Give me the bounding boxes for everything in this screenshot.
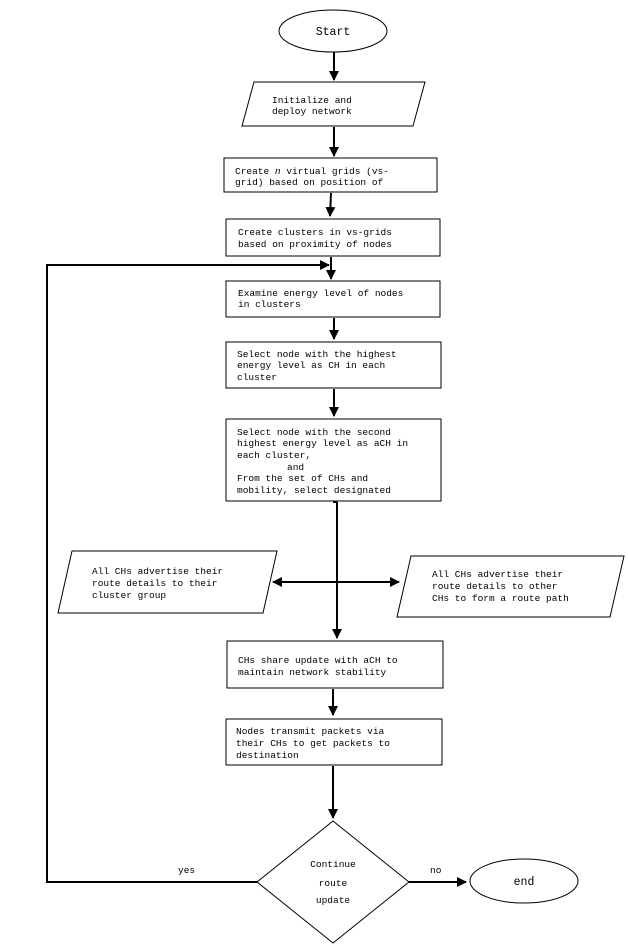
no-label: no — [430, 865, 442, 876]
advertise-cluster-label-line-1: All CHs advertise their — [92, 566, 223, 577]
select-ach-label-line-3: each cluster, — [237, 450, 311, 461]
examine-label-line-1: Examine energy level of nodes — [238, 288, 403, 299]
clusters-label-line-1: Create clusters in vs-grids — [238, 227, 392, 238]
grids-label-line-1-prefix: Create — [235, 166, 275, 177]
init-label-line-1: Initialize and — [272, 95, 352, 106]
transmit-label-line-1: Nodes transmit packets via — [236, 726, 385, 737]
arrow-yes-loop-back — [46, 260, 330, 883]
decision-node: Continue route update — [256, 820, 410, 944]
decision-label-line-1: Continue — [310, 859, 356, 870]
advertise-route-label-line-3: CHs to form a route path — [432, 593, 569, 604]
init-label-line-2: deploy network — [272, 106, 352, 117]
select-ch-label-line-1: Select node with the highest — [237, 349, 397, 360]
select-ach-label-line-2: highest energy level as aCH in — [237, 438, 408, 449]
share-label-line-2: maintain network stability — [238, 667, 387, 678]
arrow-grids-to-clusters — [325, 192, 336, 217]
share-node: CHs share update with aCH to maintain ne… — [226, 640, 444, 689]
start-node: Start — [278, 9, 388, 53]
select-ach-label-line-1: Select node with the second — [237, 427, 391, 438]
advertise-route-label-line-1: All CHs advertise their — [432, 569, 563, 580]
transmit-label-line-3: destination — [236, 750, 299, 761]
grids-label-line-1: Create n virtual grids (vs- — [235, 166, 389, 177]
advertise-cluster-label-line-3: cluster group — [92, 590, 166, 601]
select-ach-label-line-4: and — [287, 462, 304, 473]
advertise-cluster-node: All CHs advertise their route details to… — [57, 550, 278, 614]
transmit-label-line-2: their CHs to get packets to — [236, 738, 390, 749]
share-label-line-1: CHs share update with aCH to — [238, 655, 398, 666]
grids-label-italic: n — [275, 166, 281, 177]
start-label: Start — [316, 26, 351, 39]
decision-label-line-2: route — [319, 878, 348, 889]
examine-label-line-2: in clusters — [238, 299, 301, 310]
clusters-node: Create clusters in vs-grids based on pro… — [225, 218, 441, 257]
grids-label-line-1-rest: virtual grids (vs- — [281, 166, 389, 177]
select-ach-label-line-5: From the set of CHs and — [237, 473, 368, 484]
end-node: end — [469, 858, 579, 904]
advertise-route-node: All CHs advertise their route details to… — [396, 555, 625, 618]
clusters-label-line-2: based on proximity of nodes — [238, 239, 392, 250]
grids-node: Create n virtual grids (vs- grid) based … — [223, 157, 438, 193]
advertise-route-label-line-2: route details to other — [432, 581, 557, 592]
select-ach-node: Select node with the second highest ener… — [225, 418, 442, 502]
yes-label: yes — [178, 865, 195, 876]
select-ach-label-line-6: mobility, select designated — [237, 485, 391, 496]
transmit-node: Nodes transmit packets via their CHs to … — [225, 718, 443, 766]
advertise-cluster-label-line-2: route details to their — [92, 578, 217, 589]
end-label: end — [514, 876, 535, 889]
connectors — [46, 52, 467, 887]
init-node: Initialize and deploy network — [241, 81, 426, 127]
grids-label-line-2: grid) based on position of — [235, 177, 384, 188]
select-ch-label-line-3: cluster — [237, 372, 277, 383]
examine-node: Examine energy level of nodes in cluster… — [225, 280, 441, 318]
select-ch-label-line-2: energy level as CH in each — [237, 360, 385, 371]
decision-label-line-3: update — [316, 895, 351, 906]
select-ch-node: Select node with the highest energy leve… — [225, 341, 442, 389]
